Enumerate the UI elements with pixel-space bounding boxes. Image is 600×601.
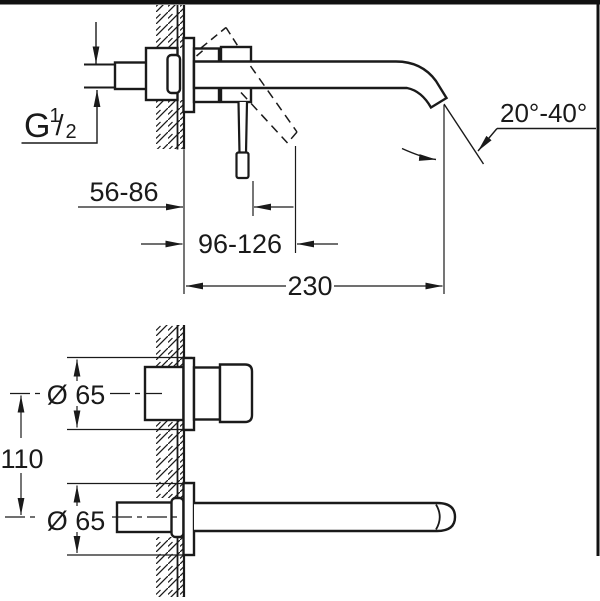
top-border-bar — [0, 0, 600, 5]
handle-rosette-front — [182, 356, 196, 432]
spout-tube-front — [194, 501, 457, 533]
spout-side — [192, 60, 449, 110]
extension-lines-front — [67, 356, 192, 556]
spout-end-seam — [435, 504, 441, 530]
dim-text-spout-rosette: Ø 65 — [47, 506, 106, 536]
spout-rosette-front — [182, 481, 196, 557]
supply-pipe-side — [84, 61, 149, 91]
dim-text-spout-projection: 230 — [287, 271, 332, 301]
dim-text-center-distance: 110 — [0, 444, 43, 474]
concealed-body-side — [144, 46, 182, 102]
angle-arc-arrow — [401, 147, 437, 161]
handle-front — [143, 356, 254, 432]
front-view — [5, 325, 457, 597]
angle-leader-arrow — [477, 128, 498, 152]
thread-denominator: 2 — [66, 121, 77, 143]
thread-letter: G — [24, 107, 50, 145]
angle-reference-line — [443, 103, 485, 165]
dim-text-handle-rosette: Ø 65 — [47, 380, 106, 410]
wall-section-front — [156, 325, 186, 597]
centerlines — [5, 392, 178, 518]
side-section-view — [21, 5, 596, 294]
cartridge-side — [166, 53, 182, 95]
lever-raised-position-dashed — [196, 26, 239, 57]
lever-tip-side — [235, 151, 250, 180]
dim-text-spout-angle: 20°-40° — [500, 98, 587, 128]
handle-grip-front — [218, 363, 254, 424]
thread-annotation — [21, 22, 101, 144]
thread-numerator: 1 — [50, 105, 61, 127]
escutcheon-side — [182, 36, 196, 114]
thread-leader-arrow — [21, 90, 101, 144]
lever-side — [235, 101, 250, 180]
spout-angle-annotation — [401, 103, 596, 165]
labels: G 1 / 2 56-86 96-126 230 20°-40° Ø 65 11… — [0, 98, 587, 536]
right-border-bar — [596, 0, 600, 556]
thread-slash: / — [56, 110, 65, 142]
lever-open-position-dashed — [240, 65, 298, 144]
dim-text-lever-projection: 96-126 — [198, 229, 282, 259]
handle-neck-front — [192, 366, 222, 421]
extension-lines-side — [183, 105, 445, 294]
dim-text-mounting-depth: 56-86 — [89, 177, 158, 207]
